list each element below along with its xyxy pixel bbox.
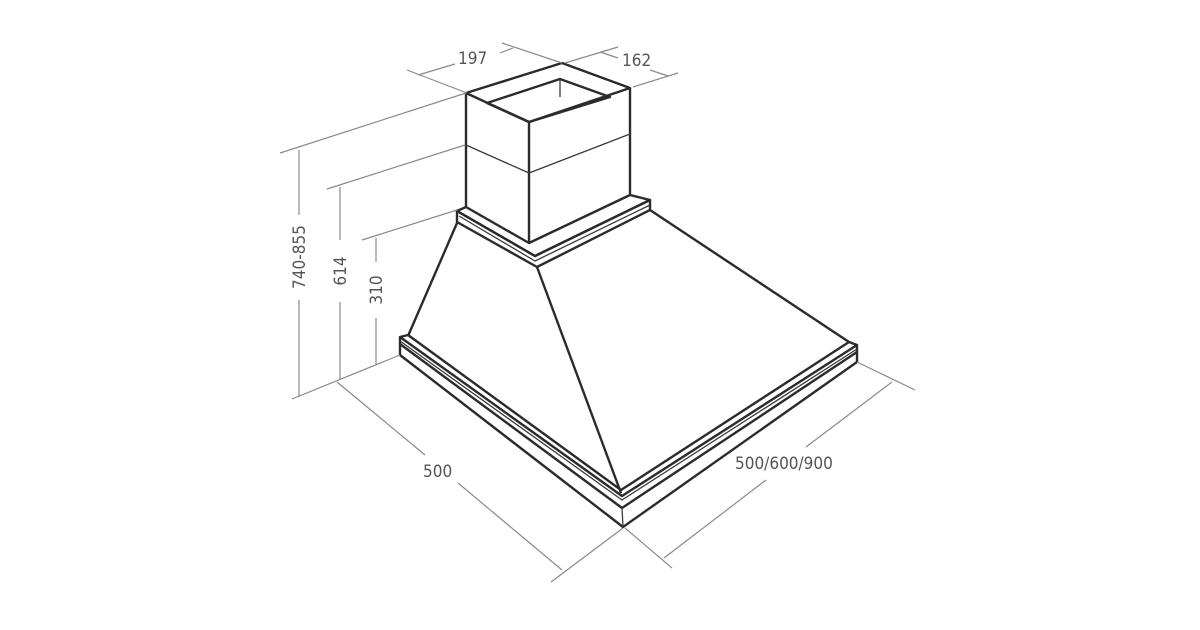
dim-label-chimney-depth: 162 xyxy=(622,51,651,71)
collar xyxy=(455,193,652,269)
chimney xyxy=(464,61,632,243)
dim-label-total-height: 740-855 xyxy=(290,225,310,289)
dim-label-height-614: 614 xyxy=(331,256,351,285)
dim-label-width-options: 500/600/900 xyxy=(735,454,833,474)
dim-label-depth: 500 xyxy=(423,462,452,482)
dimension-lines xyxy=(279,42,916,583)
hood-base xyxy=(398,333,859,529)
dim-label-height-310: 310 xyxy=(367,275,387,304)
hood-body xyxy=(406,208,850,494)
dim-label-chimney-width: 197 xyxy=(458,49,487,69)
